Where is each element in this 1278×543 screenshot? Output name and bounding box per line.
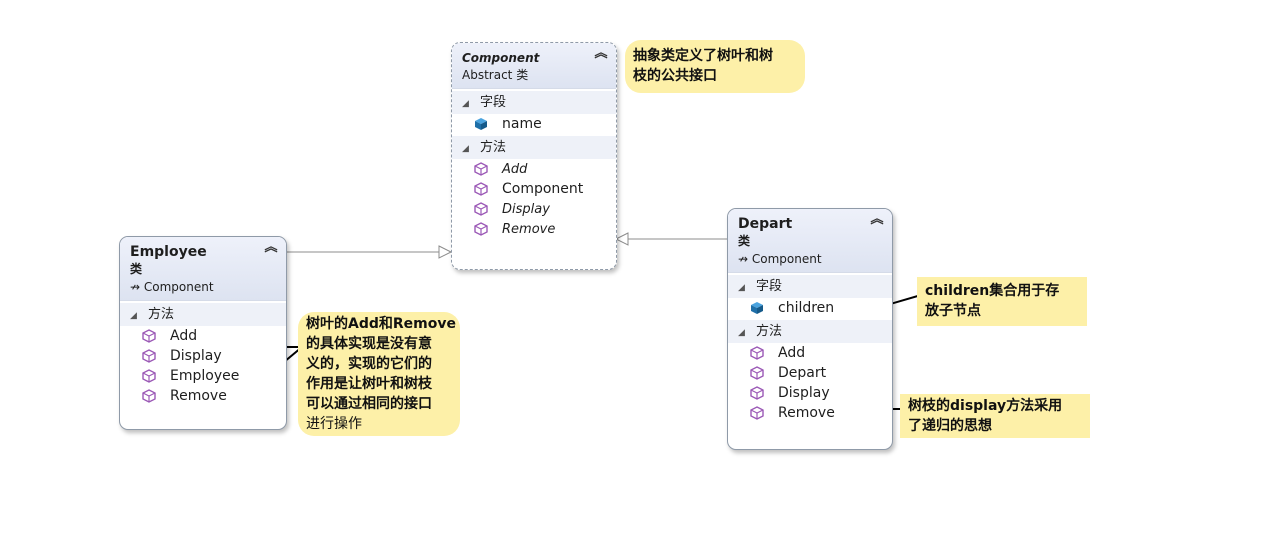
inheritance-arrow-icon: ↛	[130, 280, 141, 294]
expand-triangle-icon: ◢	[462, 144, 469, 154]
note-line: 可以通过相同的接口	[306, 396, 432, 412]
method-cube-icon	[750, 363, 778, 383]
depart-method-constructor[interactable]: Depart	[728, 363, 892, 383]
note-line: 树叶的Add和Remove	[306, 316, 456, 332]
depart-fields-section[interactable]: ◢ 字段	[728, 275, 892, 298]
component-field-name[interactable]: name	[452, 114, 616, 134]
employee-class-header: Employee 类 ↛ Component ︽	[120, 237, 286, 301]
depart-class-shape[interactable]: Depart 类 ↛ Component ︽ ◢字段 children ◢方法 …	[727, 208, 893, 450]
depart-class-name: Depart	[738, 216, 793, 232]
depart-methods-section[interactable]: ◢ 方法	[728, 320, 892, 343]
inheritance-connector-depart	[614, 232, 727, 246]
component-methods-section[interactable]: ◢ 方法	[452, 136, 616, 159]
method-cube-icon	[142, 326, 170, 346]
depart-method-display[interactable]: Display	[728, 383, 892, 403]
method-cube-icon	[142, 346, 170, 366]
employee-class-name: Employee	[130, 244, 207, 260]
employee-method-remove[interactable]: Remove	[120, 386, 286, 406]
section-label: 方法	[756, 324, 783, 339]
method-cube-icon	[474, 199, 502, 219]
employee-method-constructor[interactable]: Employee	[120, 366, 286, 386]
note-line: 抽象类定义了树叶和树	[633, 48, 773, 64]
employee-comment-note[interactable]: 树叶的Add和Remove 的具体实现是没有意 义的，实现的它们的 作用是让树叶…	[298, 312, 460, 436]
component-class-header: Component Abstract 类 ︽	[452, 43, 616, 89]
note-line: children集合用于存	[925, 283, 1060, 299]
method-cube-icon	[142, 366, 170, 386]
expand-triangle-icon: ◢	[738, 328, 745, 338]
method-cube-icon	[142, 386, 170, 406]
double-chevron-up-icon[interactable]: ︽	[264, 240, 278, 255]
component-method-remove[interactable]: Remove	[452, 219, 616, 239]
component-class-kind: Abstract 类	[462, 68, 529, 82]
note-line: 的具体实现是没有意	[306, 336, 432, 352]
expand-triangle-icon: ◢	[738, 283, 745, 293]
note-line: 了递归的思想	[908, 418, 992, 434]
depart-method-add[interactable]: Add	[728, 343, 892, 363]
depart-base-class: ↛ Component	[738, 252, 822, 266]
field-cube-icon	[474, 114, 502, 134]
method-cube-icon	[750, 383, 778, 403]
employee-class-kind: 类	[130, 262, 143, 276]
depart-method-remove[interactable]: Remove	[728, 403, 892, 423]
children-comment-note[interactable]: children集合用于存 放子节点	[917, 277, 1087, 326]
method-cube-icon	[474, 179, 502, 199]
note-line: 树枝的display方法采用	[908, 398, 1063, 414]
depart-class-header: Depart 类 ↛ Component ︽	[728, 209, 892, 273]
section-label: 字段	[756, 279, 783, 294]
employee-method-add[interactable]: Add	[120, 326, 286, 346]
note-line: 义的，实现的它们的	[306, 356, 432, 372]
employee-methods-section[interactable]: ◢ 方法	[120, 303, 286, 326]
component-class-name: Component	[462, 51, 540, 65]
note-line: 枝的公共接口	[633, 68, 717, 84]
method-cube-icon	[474, 219, 502, 239]
section-label: 方法	[148, 307, 175, 322]
double-chevron-up-icon[interactable]: ︽	[870, 212, 884, 227]
inheritance-arrow-icon: ↛	[738, 252, 749, 266]
expand-triangle-icon: ◢	[462, 99, 469, 109]
component-fields-section[interactable]: ◢ 字段	[452, 91, 616, 114]
depart-field-children[interactable]: children	[728, 298, 892, 318]
method-cube-icon	[474, 159, 502, 179]
inheritance-connector-employee	[286, 245, 453, 259]
employee-method-display[interactable]: Display	[120, 346, 286, 366]
note-line: 作用是让树叶和树枝	[306, 376, 432, 392]
method-cube-icon	[750, 343, 778, 363]
method-cube-icon	[750, 403, 778, 423]
depart-class-kind: 类	[738, 234, 751, 248]
employee-class-shape[interactable]: Employee 类 ↛ Component ︽ ◢ 方法 Add Display…	[119, 236, 287, 430]
note-line: 放子节点	[925, 303, 981, 319]
component-comment-note[interactable]: 抽象类定义了树叶和树 枝的公共接口	[625, 40, 805, 93]
employee-base-class: ↛ Component	[130, 280, 214, 294]
note-line: 进行操作	[306, 416, 362, 432]
component-method-add[interactable]: Add	[452, 159, 616, 179]
section-label: 字段	[480, 95, 507, 110]
component-class-shape[interactable]: Component Abstract 类 ︽ ◢字段 name ◢方法 Add …	[451, 42, 617, 270]
display-comment-note[interactable]: 树枝的display方法采用 了递归的思想	[900, 394, 1090, 438]
component-method-display[interactable]: Display	[452, 199, 616, 219]
expand-triangle-icon: ◢	[130, 311, 137, 321]
section-label: 方法	[480, 140, 507, 155]
component-method-constructor[interactable]: Component	[452, 179, 616, 199]
field-cube-icon	[750, 298, 778, 318]
double-chevron-up-icon[interactable]: ︽	[594, 46, 608, 61]
